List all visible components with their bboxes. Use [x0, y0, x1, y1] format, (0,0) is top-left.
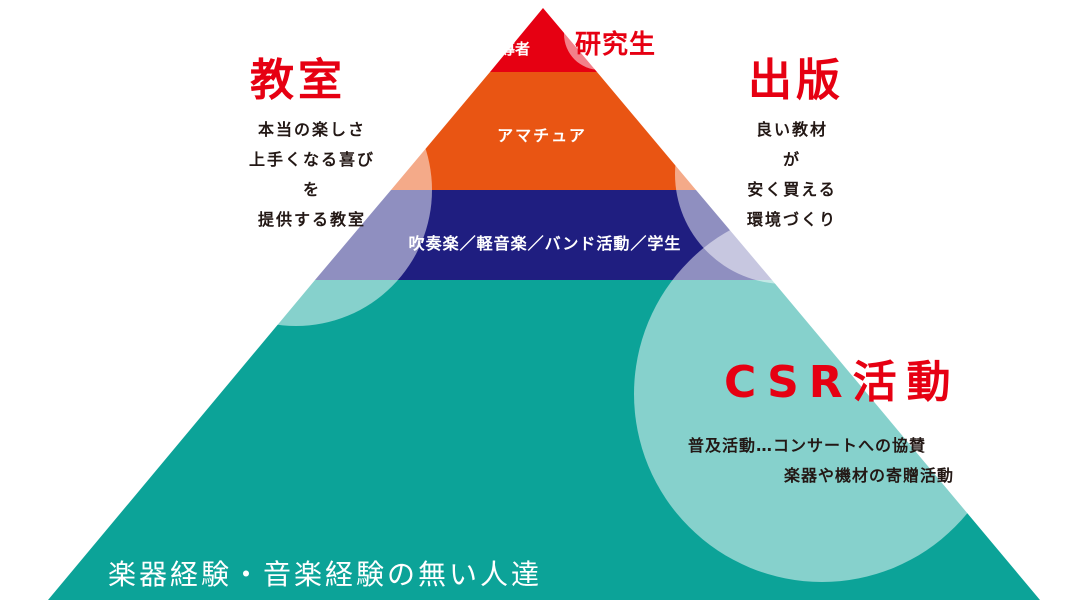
csr-desc-line-1: 普及活動…コンサートへの協賛: [688, 436, 927, 455]
publishing-desc-line: 良い教材: [755, 120, 828, 139]
publishing-title: 出版: [748, 55, 844, 106]
classroom-desc-line: 上手くなる喜び: [248, 150, 375, 169]
publishing-description: 良い教材 が 安く買える 環境づくり: [722, 115, 862, 235]
pyramid-top-label: 導者: [500, 40, 531, 58]
pyramid-students-label: 吹奏楽／軽音楽／バンド活動／学生: [408, 234, 682, 253]
csr-circle-overlay: [634, 206, 1010, 582]
pyramid-tier-amateur: [391, 72, 696, 190]
researcher-title: 研究生: [575, 30, 657, 60]
classroom-desc-line: 提供する教室: [257, 210, 366, 229]
classroom-desc-line: を: [302, 180, 321, 199]
publishing-desc-line: 安く買える: [747, 180, 837, 199]
classroom-description: 本当の楽しさ 上手くなる喜び を 提供する教室: [232, 115, 392, 235]
publishing-desc-line: が: [782, 150, 801, 169]
csr-title: CSR活動: [724, 357, 961, 408]
pyramid-tier-top: [490, 8, 597, 72]
pyramid-amateur-label: アマチュア: [497, 126, 587, 145]
classroom-title: 教室: [250, 55, 346, 106]
pyramid-base-label: 楽器経験・音楽経験の無い人達: [108, 558, 543, 591]
researcher-circle-overlay: [564, 0, 636, 70]
classroom-desc-line: 本当の楽しさ: [257, 120, 366, 139]
publishing-desc-line: 環境づくり: [746, 210, 837, 229]
classroom-circle-overlay: [160, 54, 432, 326]
csr-desc-line-2: 楽器や機材の寄贈活動: [784, 466, 955, 485]
